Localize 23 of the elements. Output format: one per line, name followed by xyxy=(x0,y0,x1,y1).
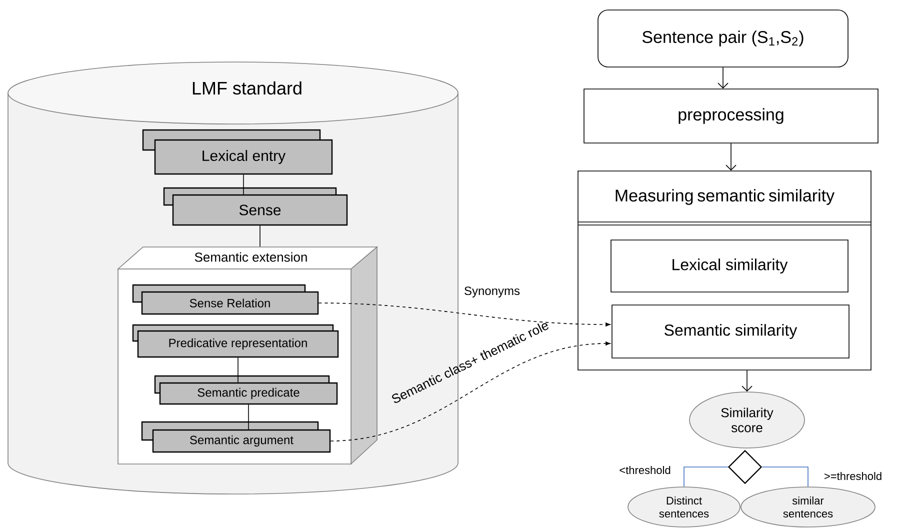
stacked-box: Sense Relation xyxy=(132,284,319,315)
edge-label: >=threshold xyxy=(824,472,882,480)
process-box: Semantic similarity xyxy=(612,304,850,358)
process-box: preprocessing xyxy=(584,88,878,144)
connector-line xyxy=(243,174,244,195)
arrow xyxy=(726,143,736,171)
edge-label: <threshold xyxy=(620,466,670,474)
stacked-box: Lexical entry xyxy=(142,129,333,175)
stacked-box: Predicative representation xyxy=(132,324,339,358)
rounded-box: Sentence pair (S$_{1}$,S$_{2}$) xyxy=(598,10,848,68)
arrow xyxy=(742,370,752,392)
stacked-box: Semantic argument xyxy=(141,421,331,453)
connector-line xyxy=(762,466,808,487)
process-box: Lexical similarity xyxy=(610,240,848,292)
edge-label: Synonyms xyxy=(464,286,520,298)
stacked-box: Semantic predicate xyxy=(154,375,338,405)
connector-line xyxy=(248,404,249,430)
arrow xyxy=(718,67,728,89)
arrow xyxy=(318,302,610,326)
arrow xyxy=(330,342,610,442)
stacked-box: Sense xyxy=(163,187,348,226)
connector-line xyxy=(684,466,728,487)
node-label: Semantic extension xyxy=(194,252,307,262)
